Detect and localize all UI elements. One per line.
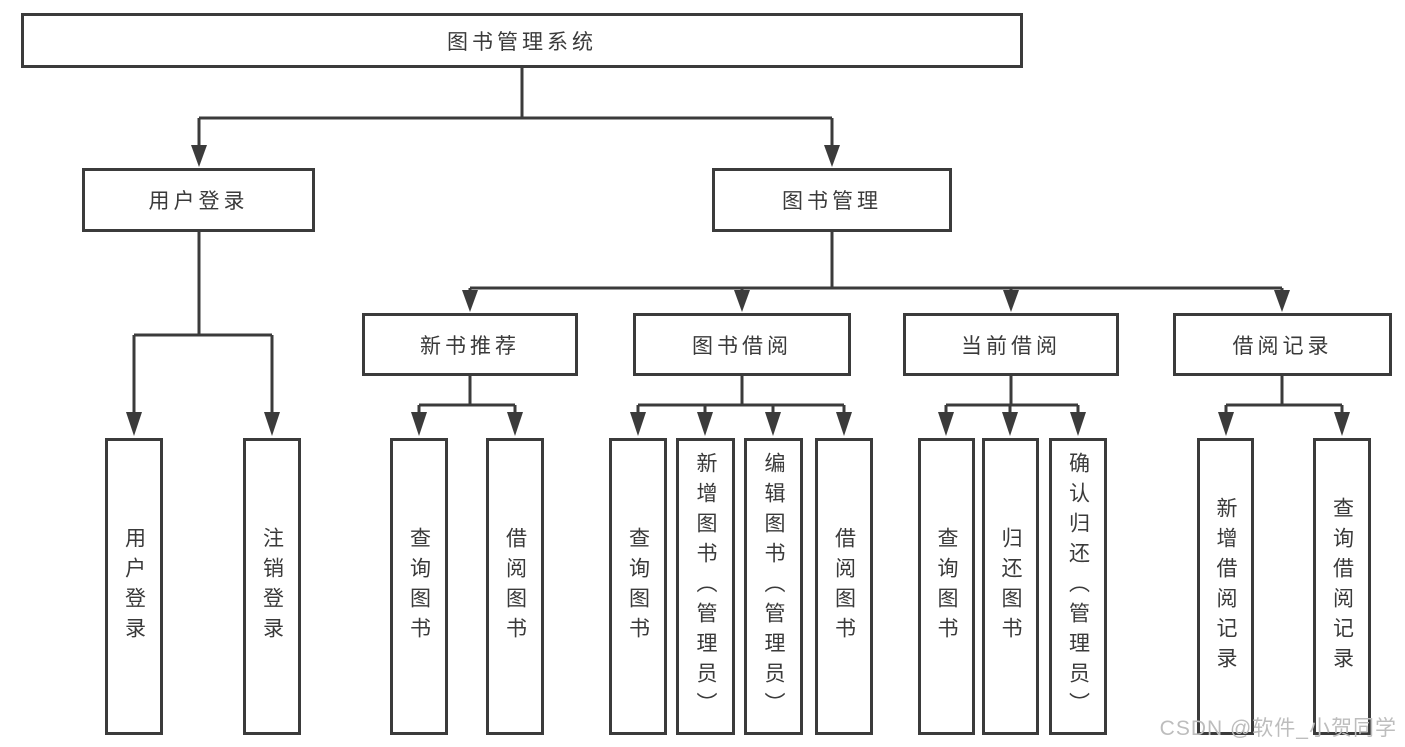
arrowhead-icon — [191, 145, 207, 167]
node-leaf-add-borrow-record: 新增借阅记录 — [1197, 438, 1254, 735]
node-label: 当前借阅 — [961, 334, 1061, 358]
node-new-book-recommend: 新书推荐 — [362, 313, 578, 376]
node-leaf-query-borrow-record: 查询借阅记录 — [1313, 438, 1371, 735]
node-label: 用户登录 — [148, 190, 249, 213]
node-label: 查询图书 — [626, 526, 650, 647]
arrowhead-icon — [1070, 412, 1086, 436]
arrowhead-icon — [1334, 412, 1350, 436]
node-leaf-confirm-return-admin: 确认归还（管理员） — [1049, 438, 1107, 735]
node-borrow-records: 借阅记录 — [1173, 313, 1392, 376]
arrowhead-icon — [462, 290, 478, 312]
node-library-management-system: 图书管理系统 — [21, 13, 1023, 68]
node-label: 用户登录 — [122, 526, 146, 647]
arrowhead-icon — [765, 412, 781, 436]
arrowhead-icon — [1274, 290, 1290, 312]
node-label: 查询图书 — [407, 526, 431, 647]
node-label: 新增借阅记录 — [1214, 496, 1237, 677]
node-book-borrow: 图书借阅 — [633, 313, 851, 376]
arrowhead-icon — [697, 412, 713, 436]
node-label: 注销登录 — [260, 526, 284, 647]
node-leaf-query-books-1: 查询图书 — [390, 438, 448, 735]
node-label: 确认归还（管理员） — [1066, 451, 1090, 722]
watermark: CSDN @软件_小贺同学 — [1159, 717, 1397, 740]
arrowhead-icon — [938, 412, 954, 436]
arrowhead-icon — [824, 145, 840, 167]
arrowhead-icon — [1002, 412, 1018, 436]
node-label: 新增图书（管理员） — [694, 451, 717, 722]
node-leaf-logout: 注销登录 — [243, 438, 301, 735]
arrowhead-icon — [507, 412, 523, 436]
node-current-borrow: 当前借阅 — [903, 313, 1119, 376]
node-leaf-borrow-books-1: 借阅图书 — [486, 438, 544, 735]
node-leaf-return-book: 归还图书 — [982, 438, 1039, 735]
connector-borrow-records-to-leaves — [1218, 376, 1350, 436]
connector-book-borrow-to-leaves — [630, 376, 852, 436]
node-user-login: 用户登录 — [82, 168, 315, 232]
node-book-management: 图书管理 — [712, 168, 952, 232]
node-leaf-edit-book-admin: 编辑图书（管理员） — [744, 438, 803, 735]
connector-user-login-to-leaves — [126, 232, 280, 436]
node-leaf-add-book-admin: 新增图书（管理员） — [676, 438, 735, 735]
node-label: 图书管理 — [782, 190, 882, 213]
arrowhead-icon — [836, 412, 852, 436]
node-leaf-user-login: 用户登录 — [105, 438, 163, 735]
node-label: 查询图书 — [935, 526, 958, 647]
connector-new-book-to-leaves — [411, 376, 523, 436]
node-label: 归还图书 — [999, 526, 1022, 647]
arrowhead-icon — [1003, 290, 1019, 312]
arrowhead-icon — [126, 412, 142, 436]
arrowhead-icon — [411, 412, 427, 436]
node-label: 借阅图书 — [503, 526, 527, 647]
arrowhead-icon — [734, 290, 750, 312]
node-leaf-borrow-books-2: 借阅图书 — [815, 438, 873, 735]
node-label: 借阅图书 — [832, 526, 856, 647]
connector-root-to-level2 — [191, 68, 840, 167]
node-label: 图书管理系统 — [447, 30, 597, 54]
node-label: 图书借阅 — [692, 334, 792, 358]
connector-current-borrow-to-leaves — [938, 376, 1086, 436]
arrowhead-icon — [264, 412, 280, 436]
node-label: 查询借阅记录 — [1330, 496, 1354, 677]
connector-book-management-to-level3 — [462, 232, 1290, 312]
node-label: 新书推荐 — [420, 334, 520, 358]
node-leaf-query-books-3: 查询图书 — [918, 438, 975, 735]
node-leaf-query-books-2: 查询图书 — [609, 438, 667, 735]
node-label: 编辑图书（管理员） — [762, 451, 785, 722]
arrowhead-icon — [1218, 412, 1234, 436]
arrowhead-icon — [630, 412, 646, 436]
node-label: 借阅记录 — [1232, 334, 1333, 358]
